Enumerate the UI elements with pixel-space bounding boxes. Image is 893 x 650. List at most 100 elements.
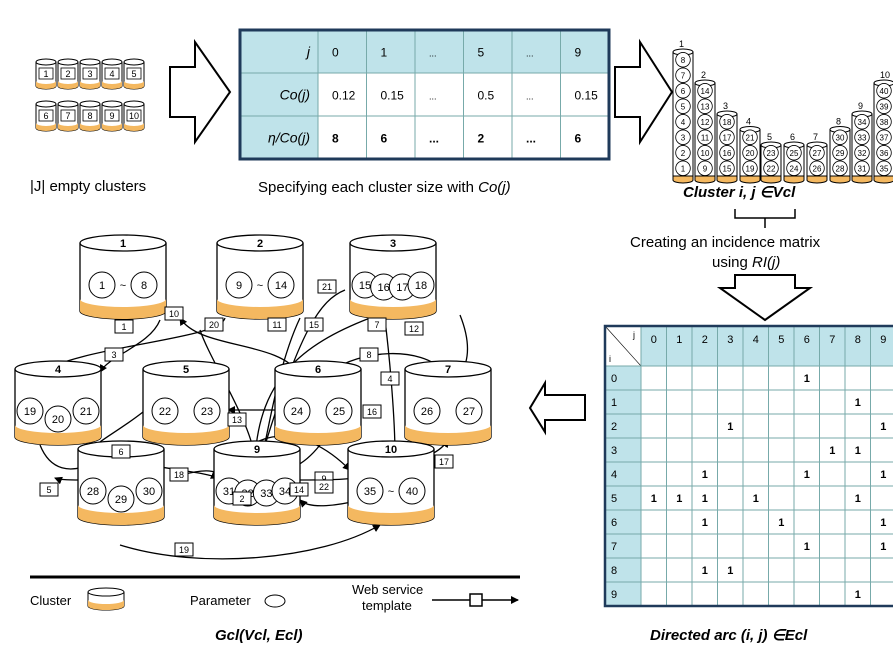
empty-clusters-caption: |J| empty clusters <box>30 178 146 195</box>
matrix-cell <box>793 557 820 583</box>
cluster-label-box <box>38 109 54 122</box>
parameter-circle <box>854 129 870 145</box>
parameter-circle <box>876 98 892 114</box>
matrix-cell <box>640 533 667 559</box>
parameter-label: 22 <box>159 406 171 418</box>
parameter-label: 11 <box>701 133 710 142</box>
parameter-label: 30 <box>836 133 845 142</box>
parameter-label: 27 <box>463 406 475 418</box>
cluster-base <box>80 299 166 319</box>
stack-label: 4 <box>746 117 751 127</box>
cluster-top <box>347 440 435 458</box>
matrix-cell <box>640 437 667 463</box>
parameter-label: 15 <box>359 280 371 292</box>
matrix-cell <box>742 509 769 535</box>
flow-arrow-left <box>528 379 586 436</box>
matrix-entry: 1 <box>702 469 708 481</box>
parameter-label: 20 <box>52 414 64 426</box>
template-label: 9 <box>321 474 326 484</box>
template-box <box>289 482 309 497</box>
web-service-template-14: 14 <box>289 482 309 497</box>
matrix-col-header <box>870 325 893 367</box>
table-value: 2 <box>478 132 485 146</box>
parameter-circle <box>697 145 713 161</box>
empty-cluster: 8 <box>79 100 101 132</box>
matrix-cell <box>768 365 795 391</box>
template-label: 2 <box>239 494 244 504</box>
cluster-base <box>217 299 303 319</box>
matrix-cell <box>640 509 667 535</box>
parameter-label: 15 <box>723 164 732 173</box>
parameter-label: 16 <box>378 282 390 294</box>
legend-parameter-icon <box>264 594 286 608</box>
matrix-cell <box>793 389 820 415</box>
matrix-cell <box>640 365 667 391</box>
parameter-label: 29 <box>836 149 845 158</box>
parameter-circle <box>675 83 691 99</box>
matrix-col-header <box>844 325 871 367</box>
matrix-col-header <box>717 325 744 367</box>
web-service-template-6: 6 <box>111 444 131 459</box>
cluster-base <box>58 81 78 89</box>
template-box <box>380 371 400 386</box>
matrix-col-label: 0 <box>651 334 657 346</box>
incidence-step-line1: Creating an incidence matrix <box>630 234 821 251</box>
step-bracket <box>734 209 796 228</box>
parameter-circle <box>72 397 100 425</box>
cluster-label: 9 <box>254 444 260 456</box>
table-cell <box>317 72 367 117</box>
matrix-cell <box>666 509 693 535</box>
cluster-label-box <box>38 67 54 80</box>
template-label: 16 <box>367 407 377 417</box>
cluster-top <box>123 58 145 66</box>
stack-label: 9 <box>858 101 863 111</box>
template-label: 15 <box>309 320 319 330</box>
parameter-label: 33 <box>260 488 272 500</box>
table-cell <box>560 72 610 117</box>
parameter-label: 38 <box>880 118 889 127</box>
parameter-circle <box>675 67 691 83</box>
matrix-cell <box>717 533 744 559</box>
parameter-label: 19 <box>746 164 755 173</box>
matrix-cell <box>819 365 846 391</box>
parameter-circle <box>675 160 691 176</box>
stack-base <box>873 175 893 184</box>
cluster-top <box>14 360 102 378</box>
matrix-cell <box>742 485 769 511</box>
cluster-label: 8 <box>87 111 92 121</box>
matrix-row-label: 6 <box>611 517 617 529</box>
parameter-circle <box>675 129 691 145</box>
matrix-cell <box>793 533 820 559</box>
stack-label: 5 <box>767 132 772 142</box>
cluster-base <box>275 425 361 445</box>
matrix-cell <box>870 557 893 583</box>
parameter-circle <box>697 98 713 114</box>
matrix-cell <box>844 509 871 535</box>
web-service-template-2: 2 <box>232 491 252 506</box>
table-value: 6 <box>575 132 582 146</box>
template-label: 21 <box>322 282 332 292</box>
empty-cluster: 3 <box>79 58 101 90</box>
parameter-circle <box>88 271 116 299</box>
matrix-cell <box>870 437 893 463</box>
matrix-cell <box>640 461 667 487</box>
cluster-top <box>79 234 167 252</box>
matrix-entry: 1 <box>676 493 682 505</box>
matrix-cell <box>793 365 820 391</box>
cluster-base <box>80 123 100 131</box>
matrix-cell <box>717 413 744 439</box>
parameter-label: 33 <box>858 133 867 142</box>
cluster-base <box>36 81 56 89</box>
graph-arc <box>384 319 399 456</box>
matrix-cell <box>742 557 769 583</box>
web-service-template-11: 11 <box>267 317 287 332</box>
matrix-cell <box>717 581 744 607</box>
matrix-col-label: 2 <box>702 334 708 346</box>
web-service-template-7: 7 <box>367 317 387 332</box>
stack-label: 10 <box>880 70 890 80</box>
matrix-cell <box>742 389 769 415</box>
stack-base <box>739 175 761 184</box>
